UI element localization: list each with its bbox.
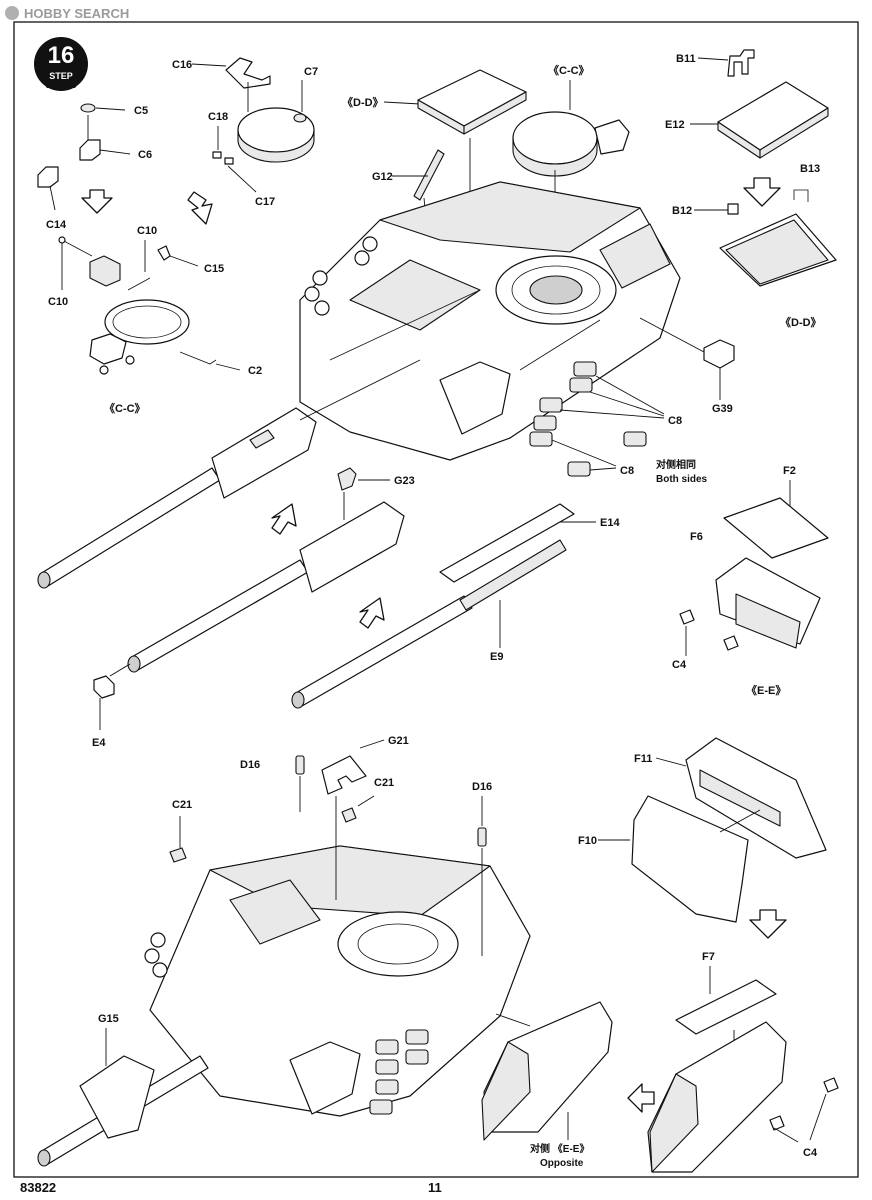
section-label-ee-mid: 《E-E》 bbox=[746, 684, 786, 697]
E4-part: E4 bbox=[92, 675, 115, 749]
turret-lower bbox=[37, 845, 531, 1167]
label-C8-upper: C8 bbox=[668, 415, 682, 427]
label-B13: B13 bbox=[800, 163, 820, 175]
hobby-search-watermark: HOBBY SEARCH bbox=[5, 6, 129, 21]
label-C2: C2 bbox=[248, 365, 262, 377]
note-both-sides-cn: 对侧相同 bbox=[656, 458, 696, 471]
main-gun-right: E14 E9 bbox=[291, 503, 620, 709]
G39-part: G39 bbox=[639, 317, 735, 415]
label-E14: E14 bbox=[600, 517, 620, 529]
diagonal-arrow-icon bbox=[359, 597, 385, 629]
label-E4: E4 bbox=[92, 737, 106, 749]
label-G39: G39 bbox=[712, 403, 733, 415]
step-label: STEP bbox=[49, 71, 73, 81]
section-label-dd-top: 《D-D》 bbox=[342, 96, 384, 109]
label-F2: F2 bbox=[783, 465, 796, 477]
G12-part: G12 bbox=[372, 149, 445, 263]
rear-hatch-group: B11 E12 B13 B12 《D-D》 bbox=[665, 49, 837, 329]
label-C21-right: C21 bbox=[374, 777, 394, 789]
label-C17: C17 bbox=[255, 196, 275, 208]
label-B11: B11 bbox=[676, 53, 696, 65]
note-both-sides-en: Both sides bbox=[656, 474, 708, 485]
ee-box-group: F2 F6 C4 《E-E》 bbox=[672, 465, 829, 697]
cc-subassembly-left: C5 C6 C14 C10 C10 C15 C2 《C-C》 bbox=[37, 103, 262, 415]
product-code: 83822 bbox=[20, 1180, 56, 1195]
F10-F11-group: F11 F10 bbox=[578, 737, 827, 923]
svg-text:HOBBY SEARCH: HOBBY SEARCH bbox=[24, 6, 129, 21]
top-hatch-group: 《D-D》 《C-C》 bbox=[342, 64, 630, 290]
label-F11: F11 bbox=[634, 753, 652, 765]
section-label-cc-left: 《C-C》 bbox=[104, 402, 146, 415]
tank-silhouette-icon bbox=[44, 84, 78, 88]
label-B12: B12 bbox=[672, 205, 692, 217]
label-C16: C16 bbox=[172, 59, 192, 71]
label-C10-left: C10 bbox=[48, 296, 68, 308]
label-C4-upper: C4 bbox=[672, 659, 687, 671]
note-opposite-en: Opposite bbox=[540, 1158, 584, 1169]
label-C10-right: C10 bbox=[137, 225, 157, 237]
label-G23: G23 bbox=[394, 475, 415, 487]
down-arrow-icon bbox=[81, 189, 113, 214]
label-F10: F10 bbox=[578, 835, 597, 847]
cupola-hatch-group: C16 C7 C18 C17 bbox=[172, 57, 318, 225]
down-arrow-icon bbox=[743, 177, 781, 207]
label-C8-lower: C8 bbox=[620, 465, 634, 477]
label-C5: C5 bbox=[134, 105, 148, 117]
step-badge: 16 STEP bbox=[34, 37, 88, 91]
main-gun-middle bbox=[109, 501, 405, 677]
note-opposite-cn: 对侧 《E-E》 bbox=[530, 1142, 589, 1155]
diagonal-arrow-icon bbox=[187, 191, 213, 225]
label-C6: C6 bbox=[138, 149, 152, 161]
down-arrow-icon bbox=[749, 909, 787, 939]
ee-box-opposite: 对侧 《E-E》 Opposite bbox=[481, 1001, 613, 1169]
label-C7: C7 bbox=[304, 66, 318, 78]
label-C18: C18 bbox=[208, 111, 228, 123]
C8-smoke-dischargers: C8 C8 对侧相同 Both sides bbox=[529, 361, 708, 485]
section-label-cc-top: 《C-C》 bbox=[548, 64, 590, 77]
label-C14: C14 bbox=[46, 219, 67, 231]
turret-upper bbox=[299, 181, 681, 461]
label-F7: F7 bbox=[702, 951, 715, 963]
label-D16-right: D16 bbox=[472, 781, 492, 793]
F7-box-group: F7 C4 bbox=[627, 951, 839, 1173]
diagonal-arrow-icon bbox=[271, 503, 297, 535]
label-C4-lower: C4 bbox=[803, 1147, 818, 1159]
page-number: 11 bbox=[428, 1180, 442, 1195]
label-E9: E9 bbox=[490, 651, 503, 663]
G15-part: G15 bbox=[79, 1013, 155, 1139]
label-C15: C15 bbox=[204, 263, 224, 275]
label-G21: G21 bbox=[388, 735, 409, 747]
label-D16-left: D16 bbox=[240, 759, 260, 771]
page-frame bbox=[13, 21, 859, 1178]
G23-part: G23 bbox=[337, 467, 415, 520]
section-label-dd-right: 《D-D》 bbox=[780, 316, 822, 329]
main-gun-upper bbox=[37, 359, 421, 589]
step-number: 16 bbox=[48, 42, 75, 69]
label-C21-left: C21 bbox=[172, 799, 192, 811]
label-E12: E12 bbox=[665, 119, 685, 131]
label-G12: G12 bbox=[372, 171, 393, 183]
label-F6: F6 bbox=[690, 531, 703, 543]
left-arrow-icon bbox=[627, 1083, 655, 1113]
bottom-small-parts: D16 G21 C21 C21 D16 bbox=[169, 735, 531, 1027]
label-G15: G15 bbox=[98, 1013, 119, 1025]
